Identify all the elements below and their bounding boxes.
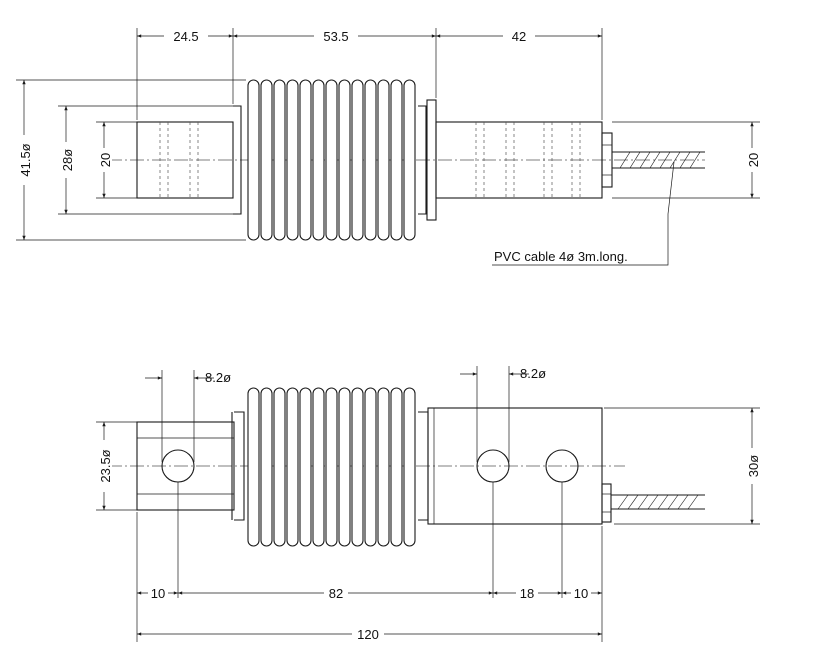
dim-8-2-left: 8.2ø bbox=[205, 370, 231, 385]
dim-20-left: 20 bbox=[98, 153, 113, 167]
left-shaft bbox=[136, 121, 234, 199]
dim-23-5: 23.5ø bbox=[98, 449, 113, 482]
right-block bbox=[427, 407, 603, 525]
top-view: 24.5 53.5 42 41.5ø 28ø 20 20 PVC cable 4… bbox=[16, 28, 761, 266]
dim-18: 18 bbox=[520, 586, 534, 601]
dim-10-right: 10 bbox=[574, 586, 588, 601]
dim-20-right: 20 bbox=[746, 153, 761, 167]
dim-120: 120 bbox=[357, 627, 379, 642]
cable-side bbox=[611, 494, 705, 510]
bellows-top bbox=[247, 79, 416, 241]
dim-24-5: 24.5 bbox=[173, 29, 198, 44]
cable-top bbox=[612, 151, 705, 169]
dim-41-5: 41.5ø bbox=[18, 143, 33, 176]
cable-callout: PVC cable 4ø 3m.long. bbox=[494, 249, 628, 264]
dim-42: 42 bbox=[512, 29, 526, 44]
dim-30: 30ø bbox=[746, 455, 761, 477]
bellows-side bbox=[247, 387, 416, 547]
dim-8-2-right: 8.2ø bbox=[520, 366, 546, 381]
dim-10-left: 10 bbox=[151, 586, 165, 601]
dim-82: 82 bbox=[329, 586, 343, 601]
dim-53-5: 53.5 bbox=[323, 29, 348, 44]
side-view: 8.2ø 8.2ø 23.5ø 30ø 10 82 18 10 120 bbox=[96, 366, 761, 642]
dim-28: 28ø bbox=[60, 149, 75, 171]
left-block bbox=[136, 421, 235, 511]
